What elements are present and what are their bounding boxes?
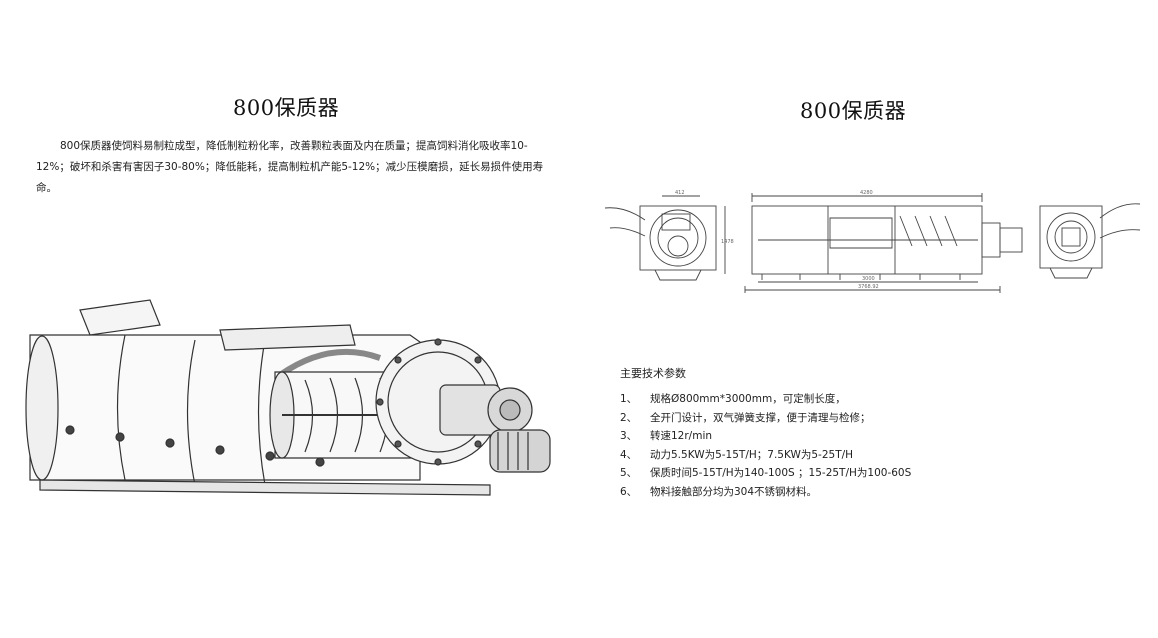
dim-top-left-label: 412 — [675, 190, 685, 196]
dim-top-main-label: 4280 — [860, 190, 873, 196]
left-title: 800保质器 — [233, 96, 340, 120]
right-end-view — [1039, 203, 1141, 279]
spec-text: 全开门设计，双气弹簧支撑，便于清理与检修； — [650, 411, 871, 424]
specs-title: 主要技术参数 — [620, 367, 686, 380]
spec-item: 4、动力5.5KW为5-15T/H；7.5KW为5-25T/H — [620, 446, 1140, 465]
side-view — [662, 193, 1023, 293]
technical-drawing: 412 4280 1478 3000 3768.92 — [604, 190, 1141, 293]
spec-number: 5、 — [620, 467, 638, 479]
description-text: 800保质器使饲料易制粒成型，降低制粒粉化率，改善颗粒表面及内在质量；提高饲料消… — [36, 140, 544, 194]
spec-number: 6、 — [620, 485, 638, 498]
spec-item: 3、转速12r/min — [620, 427, 1140, 446]
specs-list: 1、规格Ø800mm*3000mm，可定制长度， 2、全开门设计，双气弹簧支撑，… — [620, 390, 1140, 501]
product-illustration — [25, 299, 551, 496]
spec-item: 6、物料接触部分均为304不锈钢材料。 — [620, 483, 1140, 502]
spec-number: 1、 — [620, 393, 638, 405]
spec-item: 2、全开门设计，双气弹簧支撑，便于清理与检修； — [620, 409, 1140, 428]
spec-text: 物料接触部分均为304不锈钢材料。 — [650, 485, 818, 498]
spec-number: 2、 — [620, 411, 638, 424]
spec-text: 保质时间5-15T/H为140-100S ；15-25T/H为100-60S — [650, 467, 912, 479]
right-title: 800保质器 — [800, 99, 907, 123]
spec-text: 动力5.5KW为5-15T/H；7.5KW为5-25T/H — [650, 448, 854, 461]
spec-number: 4、 — [620, 448, 638, 461]
dim-height-label: 1478 — [721, 239, 734, 245]
dim-bottom-total-label: 3768.92 — [858, 284, 879, 290]
spec-item: 1、规格Ø800mm*3000mm，可定制长度， — [620, 390, 1140, 409]
spec-text: 规格Ø800mm*3000mm，可定制长度， — [650, 393, 846, 405]
left-end-view — [604, 205, 717, 281]
product-description: 800保质器使饲料易制粒成型，降低制粒粉化率，改善颗粒表面及内在质量；提高饲料消… — [36, 136, 556, 199]
spec-number: 3、 — [620, 430, 638, 442]
dim-bottom-inner-label: 3000 — [862, 276, 875, 282]
spec-item: 5、保质时间5-15T/H为140-100S ；15-25T/H为100-60S — [620, 464, 1140, 483]
spec-text: 转速12r/min — [650, 430, 713, 442]
specs-section: 主要技术参数 1、规格Ø800mm*3000mm，可定制长度， 2、全开门设计，… — [620, 365, 1140, 501]
